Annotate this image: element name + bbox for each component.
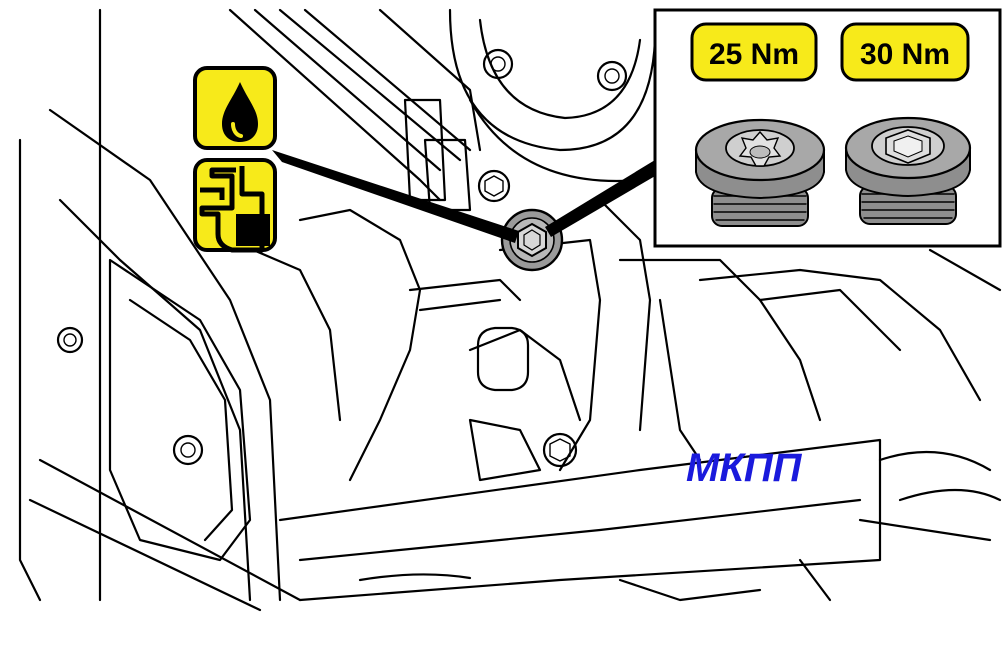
torque-label-25: 25 Nm [709,38,799,71]
gearbox-caption: МКПП [686,446,803,490]
fluid-symbol-badges [193,66,277,253]
torx-plug-icon [694,118,826,227]
oil-drop-icon [222,82,258,142]
leader-lines [272,150,662,243]
hex-plug-icon [844,116,972,225]
torque-badge-30 [840,22,970,82]
gearbox-line-art [18,8,1002,612]
torque-label-30: 30 Nm [860,38,950,71]
torque-badge-25 [690,22,818,82]
oil-level-icon [199,166,270,253]
inset-panel: 25 Nm 30 Nm [653,8,1002,248]
